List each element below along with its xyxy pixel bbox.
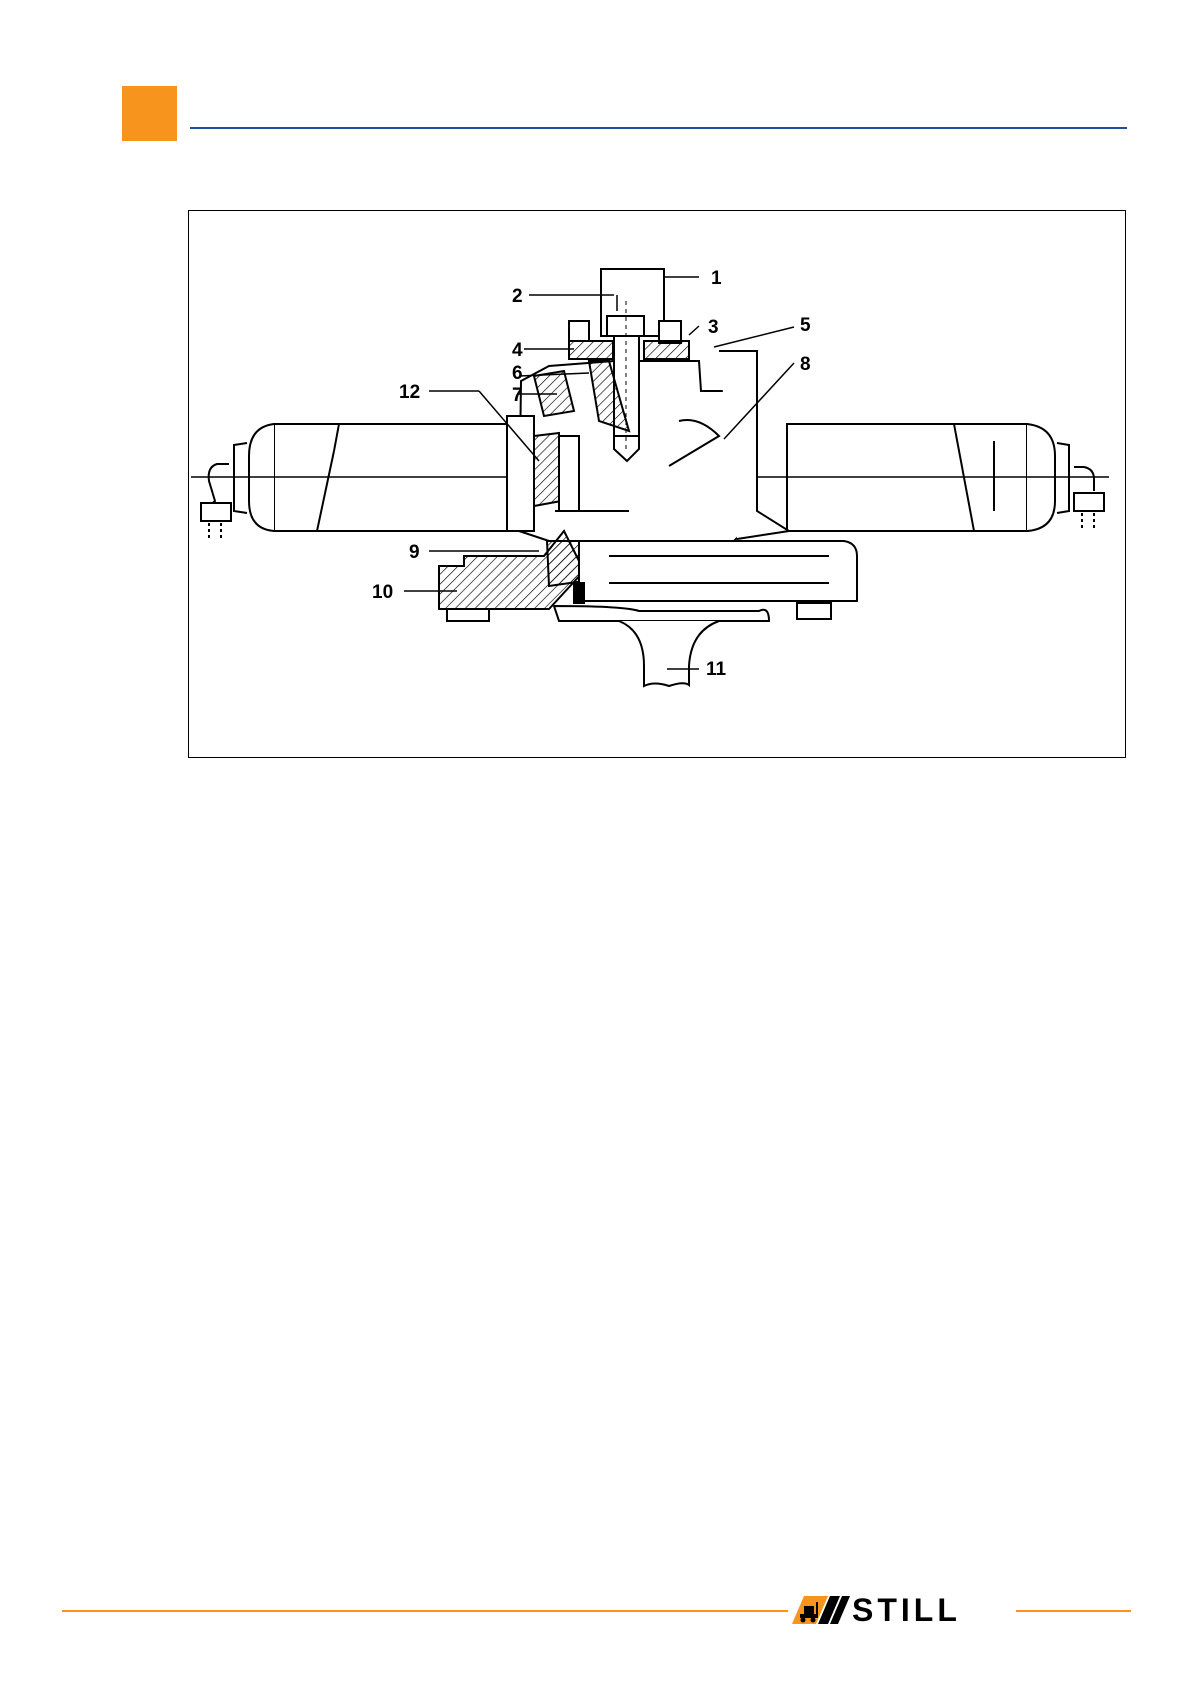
technical-drawing: 1 2 3 4 5 6 7 8 9 10 11 12 <box>189 211 1127 759</box>
callout-11: 11 <box>706 659 727 680</box>
callout-9: 9 <box>409 542 420 563</box>
callout-1: 1 <box>711 268 722 289</box>
callout-3: 3 <box>708 317 719 338</box>
callout-2: 2 <box>512 286 523 307</box>
callout-6: 6 <box>512 363 523 384</box>
section-marker <box>122 86 177 141</box>
technical-drawing-frame: 1 2 3 4 5 6 7 8 9 10 11 12 <box>188 210 1126 758</box>
callout-12: 12 <box>399 382 420 403</box>
header-rule <box>190 127 1127 129</box>
brand-name: STILL <box>852 1592 961 1628</box>
callout-4: 4 <box>512 340 523 361</box>
callout-8: 8 <box>800 354 811 375</box>
left-roller <box>201 424 507 541</box>
still-logo: STILL <box>790 1592 1015 1628</box>
footer-rule-right <box>1016 1610 1131 1612</box>
callout-10: 10 <box>372 582 393 603</box>
lower-flange <box>439 531 857 621</box>
callout-5: 5 <box>800 315 811 336</box>
shaft-11 <box>619 621 719 686</box>
callout-7: 7 <box>512 385 523 406</box>
forklift-icon <box>790 1592 850 1628</box>
footer-rule-left <box>62 1610 788 1612</box>
